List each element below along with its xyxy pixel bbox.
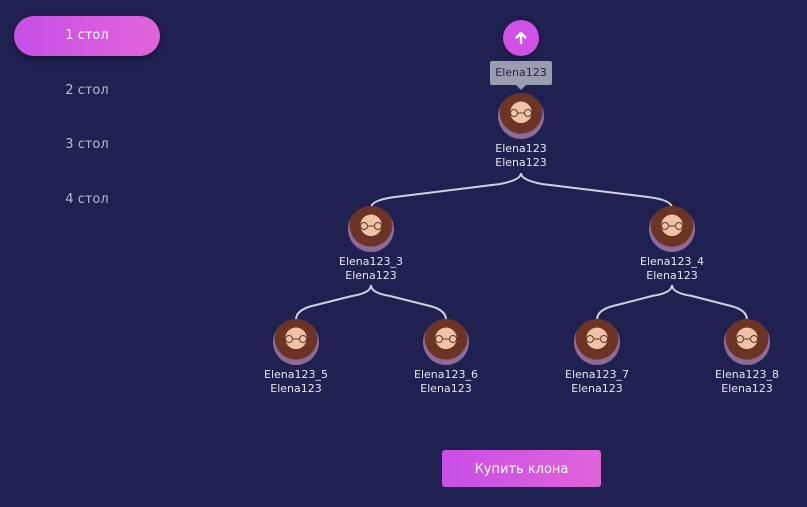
- avatar: [649, 206, 695, 252]
- node-sponsor: Elena123: [420, 382, 472, 395]
- node-login: Elena123_8: [715, 368, 779, 381]
- node-login: Elena123_6: [414, 368, 478, 381]
- node-login: Elena123_5: [264, 368, 328, 381]
- avatar: [273, 319, 319, 365]
- node-sponsor: Elena123: [270, 382, 322, 395]
- glasses-icon: [510, 109, 532, 117]
- tree-node-level2-3[interactable]: Elena123_7 Elena123: [542, 319, 652, 396]
- node-sponsor: Elena123: [495, 156, 547, 169]
- avatar: [423, 319, 469, 365]
- node-sponsor: Elena123: [646, 269, 698, 282]
- node-login: Elena123_4: [640, 255, 704, 268]
- glasses-icon: [661, 222, 683, 230]
- node-login: Elena123_3: [339, 255, 403, 268]
- avatar: [724, 319, 770, 365]
- sidebar-item-table-3[interactable]: 3 стол: [65, 137, 109, 152]
- arrow-up-icon: [515, 31, 527, 45]
- sidebar-item-table-1[interactable]: 1 стол: [14, 16, 160, 56]
- root-tooltip: Elena123: [490, 61, 552, 90]
- glasses-icon: [360, 222, 382, 230]
- tree-node-level2-4[interactable]: Elena123_8 Elena123: [692, 319, 802, 396]
- tree-node-level2-1[interactable]: Elena123_5 Elena123: [241, 319, 351, 396]
- table-sidebar: 1 стол 2 стол 3 стол 4 стол: [14, 16, 160, 234]
- buy-clone-button[interactable]: Купить клона: [442, 450, 601, 487]
- node-sponsor: Elena123: [721, 382, 773, 395]
- node-login: Elena123_7: [565, 368, 629, 381]
- glasses-icon: [736, 335, 758, 343]
- node-sponsor: Elena123: [571, 382, 623, 395]
- avatar: [348, 206, 394, 252]
- tree-node-root[interactable]: Elena123 Elena123: [466, 93, 576, 170]
- tree-node-level1-right[interactable]: Elena123_4 Elena123: [617, 206, 727, 283]
- glasses-icon: [435, 335, 457, 343]
- tree-node-level2-2[interactable]: Elena123_6 Elena123: [391, 319, 501, 396]
- node-login: Elena123: [495, 142, 547, 155]
- avatar: [498, 93, 544, 139]
- glasses-icon: [586, 335, 608, 343]
- avatar: [574, 319, 620, 365]
- tree-node-level1-left[interactable]: Elena123_3 Elena123: [316, 206, 426, 283]
- glasses-icon: [285, 335, 307, 343]
- sidebar-item-table-2[interactable]: 2 стол: [65, 82, 109, 98]
- node-sponsor: Elena123: [345, 269, 397, 282]
- go-up-button[interactable]: [503, 20, 539, 56]
- sidebar-item-table-4[interactable]: 4 стол: [65, 191, 109, 207]
